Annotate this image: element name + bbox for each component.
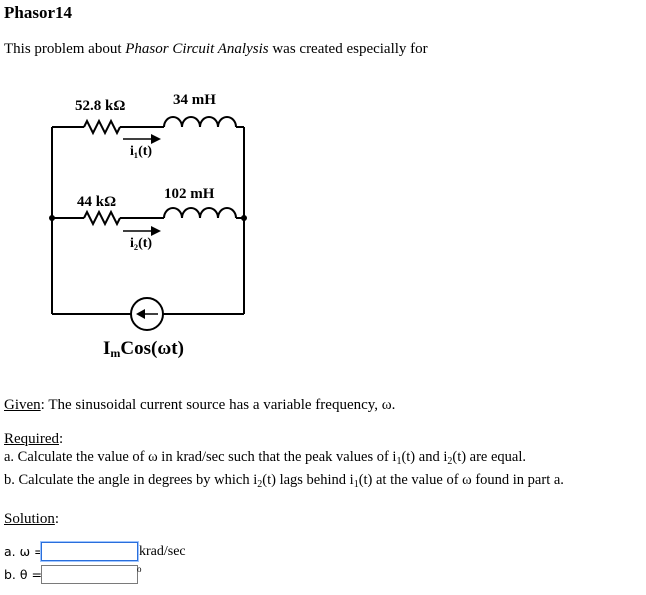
intro-prefix: This problem about (4, 41, 126, 57)
l2-label: 102 mH (164, 186, 215, 202)
theta-input[interactable] (41, 565, 138, 584)
inductor-l1 (163, 116, 237, 128)
given-body: : The sinusoidal current source has a va… (40, 397, 396, 413)
degree-unit: o (137, 564, 142, 574)
inductor-l2 (163, 207, 237, 219)
node-left-dot (49, 215, 55, 221)
l1-label: 34 mH (173, 92, 216, 108)
omega-input[interactable] (41, 542, 138, 561)
answer-a-label: a. ω = (4, 544, 45, 559)
i1-label: i₁(t) (130, 144, 152, 159)
current-source-arrowhead (136, 309, 145, 319)
given-text: Given: The sinusoidal current source has… (4, 397, 395, 414)
r1-label: 52.8 kΩ (75, 98, 125, 114)
intro-suffix: was created especially for (268, 41, 428, 57)
i1-arrowhead (151, 134, 161, 144)
problem-title: Phasor14 (4, 3, 72, 22)
intro-topic: Phasor Circuit Analysis (125, 41, 269, 57)
answer-b-label: b. θ = (4, 567, 42, 582)
resistor-r1 (83, 118, 121, 136)
circuit-diagram: 52.8 kΩ 34 mH i₁(t) 44 kΩ 102 mH i₂(t) I… (49, 92, 247, 360)
i2-arrowhead (151, 226, 161, 236)
required-part-a: a. Calculate the value of ω in krad/sec … (4, 449, 527, 467)
node-right-dot (241, 215, 247, 221)
required-heading: Required: (4, 431, 64, 447)
current-source-circle (130, 297, 164, 331)
solution-heading: Solution: (4, 511, 60, 527)
omega-unit: krad/sec (139, 544, 186, 559)
resistor-r2 (83, 209, 121, 227)
intro-text: This problem about Phasor Circuit Analys… (4, 41, 428, 58)
r2-label: 44 kΩ (77, 194, 116, 210)
required-part-b: b. Calculate the angle in degrees by whi… (4, 472, 564, 490)
source-label: ImCos(ωt) (103, 338, 184, 360)
given-heading: Given (4, 397, 41, 413)
i2-label: i₂(t) (130, 236, 152, 251)
